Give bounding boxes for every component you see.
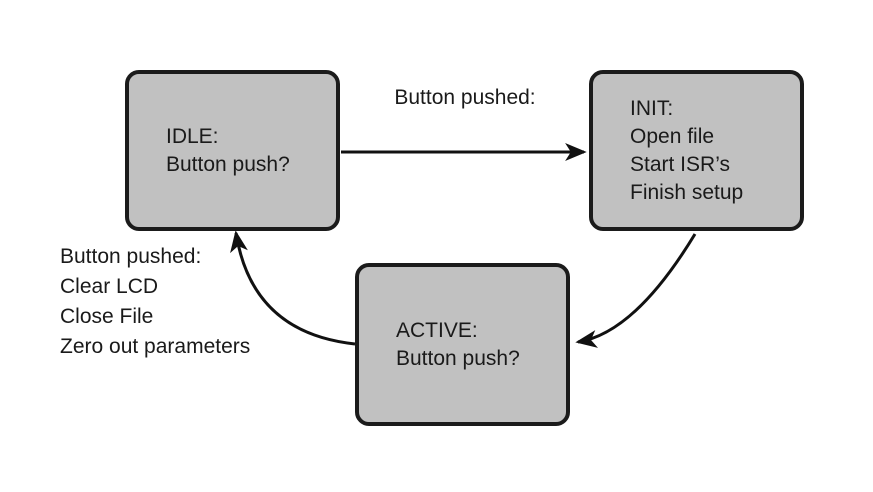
state-node-init: INIT: Open file Start ISR’s Finish setup <box>589 70 804 231</box>
state-node-active: ACTIVE: Button push? <box>355 263 570 426</box>
state-line: Button push? <box>396 346 520 370</box>
state-line: Open file <box>630 124 715 148</box>
state-node-idle: IDLE: Button push? <box>125 70 340 231</box>
state-line: Finish setup <box>630 180 744 204</box>
state-title-idle: IDLE: <box>166 124 219 148</box>
arrow-init-to-active <box>575 233 697 348</box>
state-title-active: ACTIVE: <box>396 318 478 342</box>
transition-label-title: Button pushed: <box>60 245 202 268</box>
transition-action: Clear LCD <box>60 275 159 298</box>
transition-label-idle-to-init: Button pushed: <box>394 86 536 109</box>
transition-label-active-to-idle: Button pushed: Clear LCD Close File Zero… <box>60 242 250 362</box>
state-line: Start ISR’s <box>630 152 730 176</box>
state-title-init: INIT: <box>630 96 674 120</box>
arrow-active-to-idle <box>230 230 356 346</box>
transition-action: Zero out parameters <box>60 335 251 358</box>
transition-action: Close File <box>60 305 154 328</box>
state-line: Button push? <box>166 152 290 176</box>
